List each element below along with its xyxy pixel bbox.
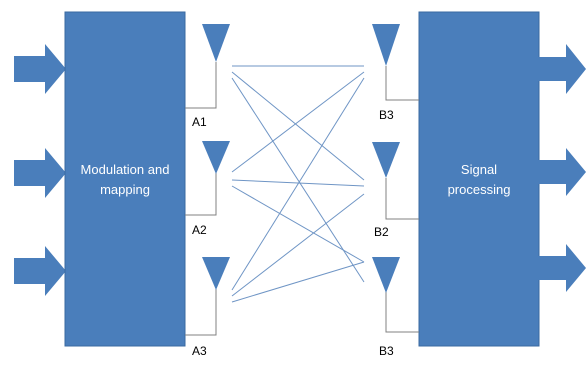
tx-block-label-line2: mapping	[100, 182, 150, 197]
antenna-a2	[202, 141, 230, 174]
link-a3-b2	[231, 193, 365, 297]
tx-feed-a3	[185, 288, 217, 336]
rx-feed-b3-top	[385, 66, 419, 101]
rx-antenna-label-b3-bottom: B3	[379, 344, 394, 358]
output-arrows	[538, 44, 586, 292]
link-a2-b3top	[231, 71, 365, 173]
tx-feed-lines	[185, 62, 217, 336]
tx-antenna-label-a2: A2	[192, 223, 207, 237]
link-a1-b3bottom	[231, 77, 365, 283]
antenna-a1	[202, 24, 230, 62]
channel-links	[231, 65, 365, 303]
link-a3-b3bottom	[231, 261, 365, 303]
input-arrow-1	[14, 44, 66, 94]
rx-antenna-label-b3-top: B3	[379, 108, 394, 122]
tx-feed-a2	[185, 170, 217, 216]
tx-block-label-line1: Modulation and	[80, 162, 170, 177]
input-arrow-3	[14, 246, 66, 296]
link-a1-b2	[231, 71, 365, 181]
tx-antenna-label-a1: A1	[192, 115, 207, 129]
tx-antennas	[202, 24, 230, 290]
signal-processing-block	[418, 11, 540, 347]
output-arrow-2	[538, 148, 586, 196]
antenna-a3	[202, 257, 230, 290]
modulation-mapping-block	[64, 11, 186, 347]
rx-block-label: Signal processing	[419, 160, 539, 200]
output-arrow-1	[538, 44, 586, 94]
tx-antenna-label-a3: A3	[192, 344, 207, 358]
antenna-b3-bottom	[372, 257, 400, 293]
antenna-b3-top	[372, 24, 400, 66]
link-a2-b2	[231, 179, 365, 187]
rx-feed-lines	[385, 66, 419, 333]
antenna-b2	[372, 142, 400, 178]
rx-feed-b2	[385, 178, 419, 220]
output-arrow-3	[538, 244, 586, 292]
input-arrows	[14, 44, 66, 296]
rx-antenna-label-b2: B2	[374, 225, 389, 239]
rx-block-label-line1: Signal	[460, 162, 498, 177]
rx-feed-b3-bottom	[385, 291, 419, 333]
tx-block-label: Modulation and mapping	[65, 160, 185, 200]
tx-feed-a1	[185, 62, 217, 109]
link-a2-b3bottom	[231, 185, 365, 263]
input-arrow-2	[14, 148, 66, 198]
rx-block-label-line2: processing	[447, 182, 511, 197]
link-a3-b3top	[231, 77, 365, 291]
rx-antennas	[372, 24, 400, 293]
